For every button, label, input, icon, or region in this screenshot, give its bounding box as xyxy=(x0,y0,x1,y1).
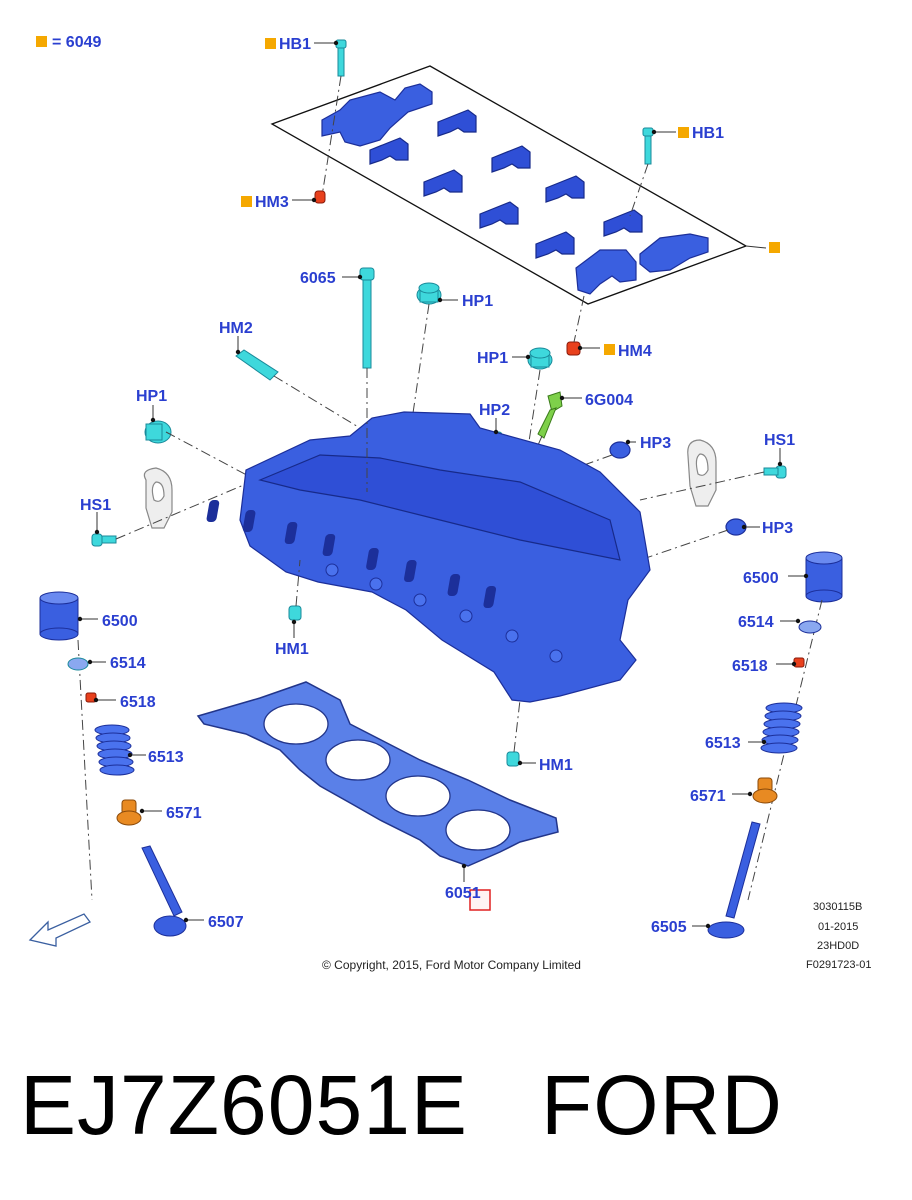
label-6518-left: 6518 xyxy=(120,694,156,711)
part-caption: EJ7Z6051E FORD xyxy=(20,1045,900,1165)
hp1-plug-mid xyxy=(527,347,553,370)
hs1-screw-right xyxy=(763,465,787,479)
lifting-bracket-left xyxy=(143,467,173,529)
label-hb1-right: HB1 xyxy=(692,125,724,142)
hp1-plug-left xyxy=(144,420,172,444)
label-hm2: HM2 xyxy=(219,320,253,337)
sensor-6g004 xyxy=(537,391,563,439)
label-6571-left: 6571 xyxy=(166,805,202,822)
direction-arrow-icon xyxy=(28,913,91,947)
hb1-bolt-right xyxy=(642,127,654,165)
label-hp1-top: HP1 xyxy=(462,293,493,310)
lifting-bracket-right xyxy=(687,439,717,507)
label-hp1-mid: HP1 xyxy=(477,350,508,367)
tappet-6500-right xyxy=(805,551,843,603)
cam-bearing-caps xyxy=(321,83,709,295)
head-gasket xyxy=(196,681,559,867)
legend-marker xyxy=(36,36,47,47)
spring-6513-right xyxy=(760,702,803,754)
hm2-dowel xyxy=(235,349,279,381)
label-hs1-right: HS1 xyxy=(764,432,795,449)
valve-6507 xyxy=(141,845,187,937)
label-hp3-right: HP3 xyxy=(762,520,793,537)
label-hs1-left: HS1 xyxy=(80,497,111,514)
label-hp3-top: HP3 xyxy=(640,435,671,452)
cylinder-head xyxy=(206,411,651,703)
label-6518-right: 6518 xyxy=(732,658,768,675)
label-6g004: 6G004 xyxy=(585,392,633,409)
label-hm4: HM4 xyxy=(618,343,652,360)
valve-6505 xyxy=(707,821,761,939)
retainer-6514-left xyxy=(67,657,89,671)
label-6571-right: 6571 xyxy=(690,788,726,805)
hs1-screw-left xyxy=(91,533,117,547)
label-6500-left: 6500 xyxy=(102,613,138,630)
label-6051: 6051 xyxy=(445,885,481,902)
spring-6513-left xyxy=(94,724,135,776)
meta-engine: 23HD0D xyxy=(817,940,859,952)
retainer-6514-right xyxy=(798,620,822,634)
label-hb1-top: HB1 xyxy=(279,36,311,53)
diagram-meta: 3030115B 01-2015 23HD0D F0291723-01 xyxy=(806,901,871,971)
label-6505: 6505 xyxy=(651,919,687,936)
tappet-6500-left xyxy=(39,591,79,641)
label-6514-right: 6514 xyxy=(738,614,774,631)
label-6513-left: 6513 xyxy=(148,749,184,766)
keeper-6518-left xyxy=(85,692,97,703)
hp3-plug-top xyxy=(609,441,631,459)
brand-name: FORD xyxy=(540,1058,783,1152)
part-number: EJ7Z6051E xyxy=(20,1058,468,1152)
label-hm1-right: HM1 xyxy=(539,757,573,774)
head-bolt-6065 xyxy=(359,267,375,369)
cam-cap-marker xyxy=(769,242,780,253)
meta-figure: F0291723-01 xyxy=(806,959,871,971)
label-hp1-left: HP1 xyxy=(136,388,167,405)
copyright: © Copyright, 2015, Ford Motor Company Li… xyxy=(322,958,581,972)
exploded-parts-diagram: = 6049 xyxy=(28,34,871,972)
hm1-dowel-right xyxy=(506,751,520,767)
cam-cap-plane xyxy=(270,65,748,305)
hm1-dowel-left xyxy=(288,605,302,621)
label-6065: 6065 xyxy=(300,270,336,287)
label-6513-right: 6513 xyxy=(705,735,741,752)
meta-date: 01-2015 xyxy=(818,921,858,933)
label-6514-left: 6514 xyxy=(110,655,146,672)
seal-6571-left xyxy=(116,799,142,826)
label-hm1-left: HM1 xyxy=(275,641,309,658)
legend-label: = 6049 xyxy=(52,34,101,51)
hm3-dowel xyxy=(314,190,326,204)
hp1-plug-top xyxy=(416,282,442,305)
seal-6571-right xyxy=(752,777,778,804)
highlight-box xyxy=(469,889,491,911)
label-6500-right: 6500 xyxy=(743,570,779,587)
callouts: HB1 HB1 HM3 6065 HP1 HM2 HP1 HM4 6G004 H… xyxy=(77,36,809,936)
hb1-bolt-top xyxy=(335,39,347,77)
label-hp2: HP2 xyxy=(479,402,510,419)
meta-code: 3030115B xyxy=(813,901,862,913)
label-6507: 6507 xyxy=(208,914,244,931)
label-hm3: HM3 xyxy=(255,194,289,211)
